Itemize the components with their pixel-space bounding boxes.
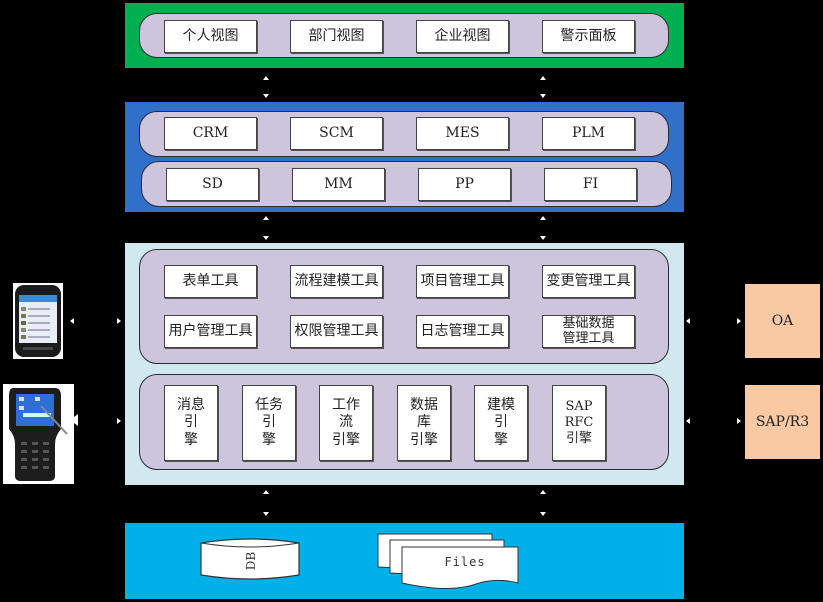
smartphone-client (13, 283, 63, 359)
arrow-up-icon (263, 490, 269, 494)
external-system-oa: OA (745, 284, 820, 358)
arrow-right-icon (737, 318, 741, 324)
smartphone-icon (15, 285, 61, 357)
arrow-up-icon (263, 216, 269, 220)
tool-process-modeling: 流程建模工具 (290, 265, 383, 298)
arrow-up-icon (263, 76, 269, 80)
arrow-left-icon (70, 414, 78, 426)
data-layer: DB Files (125, 523, 684, 599)
arrow-left-icon (686, 418, 690, 424)
engine-sap-rfc: SAP RFC 引擎 (552, 385, 606, 461)
module-plm: PLM (542, 117, 635, 150)
external-system-sap-r3: SAP/R3 (745, 385, 820, 459)
tool-form: 表单工具 (164, 265, 257, 298)
tools-group: 表单工具 流程建模工具 项目管理工具 变更管理工具 用户管理工具 权限管理工具 … (139, 249, 669, 364)
module-crm: CRM (164, 117, 257, 150)
tool-change-management: 变更管理工具 (542, 265, 635, 298)
module-mm: MM (292, 168, 385, 201)
handheld-terminal-icon (9, 388, 68, 481)
application-layer: CRM SCM MES PLM SD MM PP FI (125, 102, 684, 212)
engine-message: 消息引 擎 (164, 385, 218, 461)
arrow-left-icon (686, 318, 690, 324)
alert-dashboard: 警示面板 (542, 20, 635, 53)
arrow-up-icon (540, 216, 546, 220)
platform-layer: 表单工具 流程建模工具 项目管理工具 变更管理工具 用户管理工具 权限管理工具 … (125, 243, 684, 485)
arrow-down-icon (263, 512, 269, 516)
files-icon (377, 533, 519, 590)
module-mes: MES (416, 117, 509, 150)
engine-task: 任务引 擎 (242, 385, 296, 461)
view-enterprise: 企业视图 (416, 20, 509, 53)
arrow-left-icon (70, 318, 74, 324)
engine-database: 数据库 引擎 (397, 385, 451, 461)
tool-project-management: 项目管理工具 (416, 265, 509, 298)
application-group-1: CRM SCM MES PLM (139, 111, 669, 157)
arrow-down-icon (263, 236, 269, 240)
presentation-layer: 个人视图 部门视图 企业视图 警示面板 (125, 3, 684, 68)
module-pp: PP (418, 168, 511, 201)
arrow-right-icon (117, 418, 121, 424)
arrow-up-icon (540, 76, 546, 80)
module-scm: SCM (290, 117, 383, 150)
files-label: Files (444, 555, 486, 569)
database-icon (200, 538, 300, 580)
arrow-down-icon (540, 512, 546, 516)
view-department: 部门视图 (290, 20, 383, 53)
presentation-group: 个人视图 部门视图 企业视图 警示面板 (139, 13, 669, 58)
tool-user-management: 用户管理工具 (164, 315, 257, 348)
module-sd: SD (166, 168, 259, 201)
arrow-right-icon (117, 318, 121, 324)
engine-modeling: 建模引 擎 (474, 385, 528, 461)
handheld-terminal-client (3, 384, 74, 484)
tool-log-management: 日志管理工具 (416, 315, 509, 348)
arrow-up-icon (540, 490, 546, 494)
engine-workflow: 工作流 引擎 (319, 385, 373, 461)
arrow-down-icon (540, 94, 546, 98)
tool-permission-management: 权限管理工具 (290, 315, 383, 348)
arrow-down-icon (263, 94, 269, 98)
module-fi: FI (544, 168, 637, 201)
application-group-2: SD MM PP FI (141, 161, 672, 207)
tool-master-data-management: 基础数据 管理工具 (542, 315, 635, 348)
db-label: DB (244, 551, 258, 571)
engines-group: 消息引 擎 任务引 擎 工作流 引擎 数据库 引擎 建模引 擎 SAP RFC … (139, 374, 669, 470)
arrow-right-icon (737, 418, 741, 424)
arrow-down-icon (540, 236, 546, 240)
view-personal: 个人视图 (164, 20, 257, 53)
